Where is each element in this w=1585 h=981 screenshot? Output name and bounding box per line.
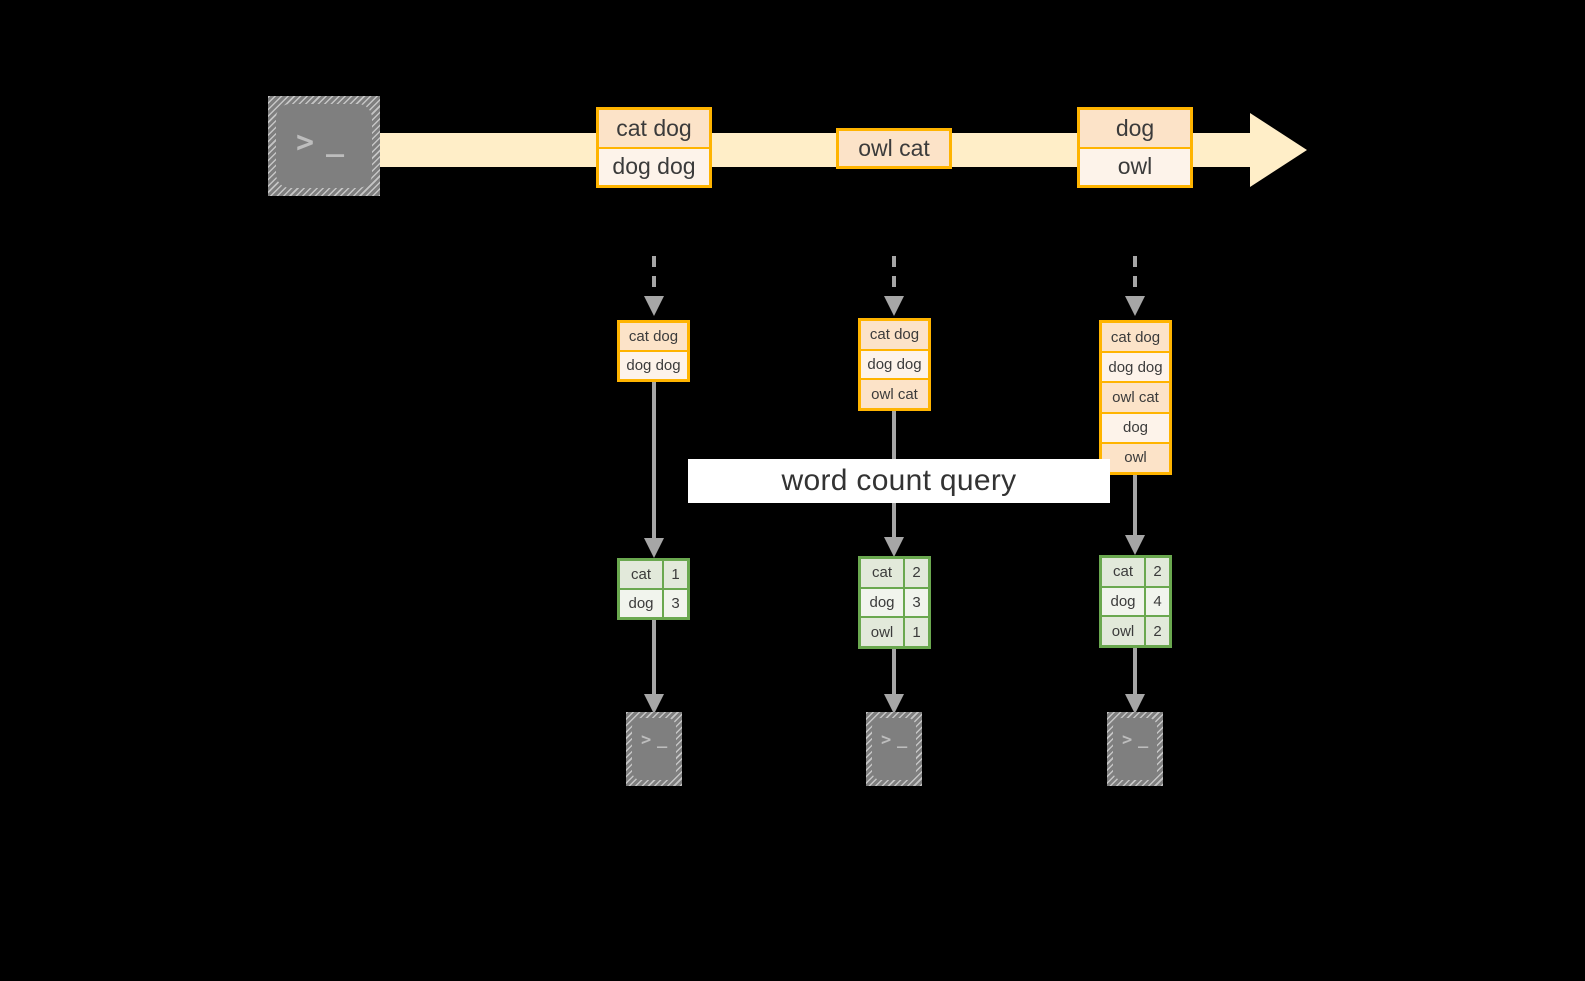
table-row: dog 4	[1102, 585, 1169, 616]
buffer-line: cat dog	[1102, 323, 1169, 352]
terminal-prompt-glyph: >	[641, 730, 652, 750]
table-row: cat 2	[1102, 558, 1169, 586]
buffer-line: dog dog	[1102, 351, 1169, 382]
output-arrow-2	[880, 649, 908, 716]
output-arrow-3	[1121, 648, 1149, 716]
word-cell: cat	[620, 561, 662, 588]
accumulated-records-3[interactable]: cat dog dog dog owl cat dog owl	[1099, 320, 1172, 475]
count-cell: 2	[1144, 617, 1169, 646]
table-row: owl 2	[1102, 615, 1169, 646]
consumer-terminal-icon-1[interactable]: > _	[626, 712, 682, 786]
stream-record-3[interactable]: dog owl	[1077, 107, 1193, 188]
word-count-result-3[interactable]: cat 2 dog 4 owl 2	[1099, 555, 1172, 648]
terminal-cursor-glyph: _	[1138, 729, 1149, 749]
count-cell: 2	[903, 559, 928, 587]
query-arrow-3	[1121, 475, 1149, 557]
terminal-screen	[276, 104, 372, 188]
buffer-line: owl	[1102, 441, 1169, 473]
stream-tap-arrow-1	[640, 256, 668, 318]
word-cell: owl	[1102, 617, 1144, 646]
count-cell: 1	[903, 618, 928, 647]
query-arrow-1	[640, 382, 668, 560]
producer-terminal-icon[interactable]: > _	[268, 96, 380, 196]
consumer-terminal-icon-2[interactable]: > _	[866, 712, 922, 786]
buffer-line: cat dog	[861, 321, 928, 349]
word-cell: dog	[1102, 587, 1144, 616]
table-row: dog 3	[861, 586, 928, 617]
terminal-cursor-glyph: _	[326, 123, 346, 158]
buffer-line: cat dog	[620, 323, 687, 350]
word-count-result-1[interactable]: cat 1 dog 3	[617, 558, 690, 620]
query-banner-label: word count query	[781, 464, 1017, 497]
record-line: dog dog	[599, 146, 709, 185]
terminal-screen	[632, 718, 676, 780]
buffer-line: dog	[1102, 411, 1169, 442]
accumulated-records-2[interactable]: cat dog dog dog owl cat	[858, 318, 931, 411]
consumer-terminal-icon-3[interactable]: > _	[1107, 712, 1163, 786]
stream-tap-arrow-2	[880, 256, 908, 318]
terminal-cursor-glyph: _	[897, 729, 908, 749]
count-cell: 3	[662, 590, 687, 617]
buffer-line: dog dog	[861, 348, 928, 379]
count-cell: 4	[1144, 587, 1169, 616]
terminal-prompt-glyph: >	[296, 125, 316, 160]
word-cell: cat	[1102, 558, 1144, 586]
word-count-result-2[interactable]: cat 2 dog 3 owl 1	[858, 556, 931, 649]
terminal-screen	[1113, 718, 1157, 780]
count-cell: 3	[903, 588, 928, 617]
query-banner: word count query	[688, 459, 1110, 503]
count-cell: 2	[1144, 558, 1169, 586]
count-cell: 1	[662, 561, 687, 588]
terminal-screen	[872, 718, 916, 780]
table-row: cat 2	[861, 559, 928, 587]
record-line: dog	[1080, 110, 1190, 147]
stream-record-2[interactable]: owl cat	[836, 128, 952, 169]
word-cell: cat	[861, 559, 903, 587]
stream-record-1[interactable]: cat dog dog dog	[596, 107, 712, 188]
terminal-prompt-glyph: >	[1122, 730, 1133, 750]
buffer-line: owl cat	[1102, 381, 1169, 412]
buffer-line: owl cat	[861, 378, 928, 409]
output-arrow-1	[640, 620, 668, 716]
table-row: cat 1	[620, 561, 687, 588]
accumulated-records-1[interactable]: cat dog dog dog	[617, 320, 690, 382]
record-line: owl cat	[839, 131, 949, 166]
record-line: owl	[1080, 146, 1190, 185]
buffer-line: dog dog	[620, 350, 687, 379]
record-line: cat dog	[599, 110, 709, 147]
terminal-prompt-glyph: >	[881, 730, 892, 750]
word-cell: dog	[861, 588, 903, 617]
stream-tap-arrow-3	[1121, 256, 1149, 318]
table-row: dog 3	[620, 588, 687, 617]
table-row: owl 1	[861, 616, 928, 647]
terminal-cursor-glyph: _	[657, 729, 668, 749]
word-cell: owl	[861, 618, 903, 647]
word-cell: dog	[620, 590, 662, 617]
